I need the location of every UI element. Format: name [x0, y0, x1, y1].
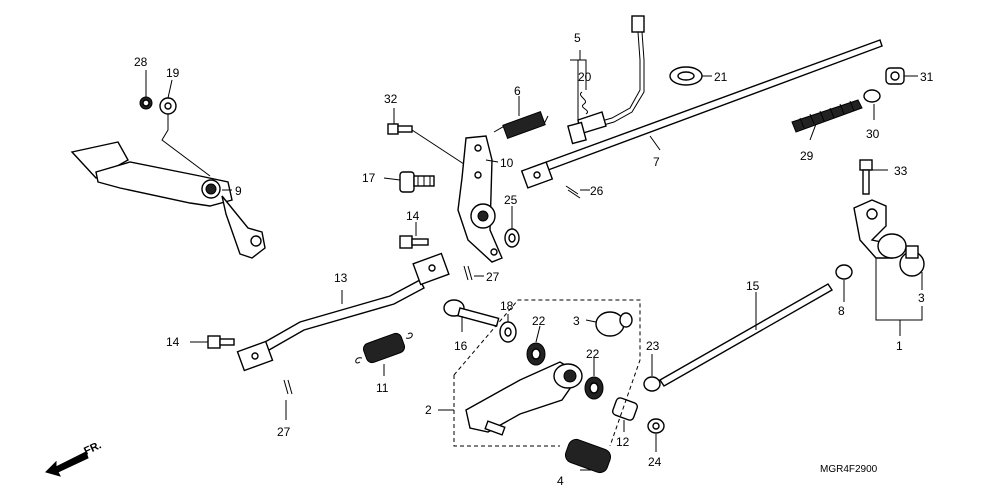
brake-pedal[interactable]	[70, 141, 266, 259]
spring-29[interactable]	[791, 99, 863, 133]
callout-12: 12	[616, 435, 630, 449]
nut-24[interactable]	[647, 418, 665, 434]
callout-1: 1	[896, 339, 903, 353]
washer-18[interactable]	[499, 321, 517, 343]
rubber-4[interactable]	[563, 437, 613, 475]
pin-26[interactable]	[565, 185, 581, 199]
nut-31[interactable]	[885, 67, 905, 85]
callout-22: 22	[532, 314, 546, 328]
callout-14: 14	[406, 209, 420, 223]
ball-3b[interactable]	[877, 233, 907, 259]
callout-31: 31	[920, 70, 934, 84]
callout-17: 17	[362, 171, 376, 185]
callout-26: 26	[590, 184, 604, 198]
callout-23: 23	[646, 339, 660, 353]
bracket-10[interactable]	[457, 135, 503, 263]
clamp-21[interactable]	[669, 66, 703, 86]
callout-22: 22	[586, 347, 600, 361]
washer-19[interactable]	[159, 97, 177, 115]
callout-21: 21	[714, 70, 728, 84]
callout-20: 20	[578, 70, 592, 84]
callout-24: 24	[648, 455, 662, 469]
nut-23[interactable]	[643, 376, 661, 392]
bolt-16[interactable]	[443, 299, 500, 327]
callout-2: 2	[425, 403, 432, 417]
bolt-32[interactable]	[387, 123, 413, 135]
bolt-14a[interactable]	[399, 235, 429, 249]
callout-33: 33	[894, 164, 908, 178]
callout-4: 4	[557, 474, 564, 488]
diagram-code: MGR4F2900	[820, 464, 878, 475]
front-direction-arrow-icon	[45, 451, 89, 477]
callout-9: 9	[235, 184, 242, 198]
callout-27: 27	[486, 270, 500, 284]
callout-11: 11	[376, 381, 389, 395]
bolt-28[interactable]	[139, 96, 153, 110]
ball-3c[interactable]	[595, 311, 633, 337]
callout-30: 30	[866, 127, 880, 141]
bolt-33[interactable]	[859, 159, 873, 195]
callout-3: 3	[573, 314, 580, 328]
nut-8[interactable]	[835, 264, 853, 280]
callout-18: 18	[500, 299, 514, 313]
callout-16: 16	[454, 339, 468, 353]
collar-12[interactable]	[612, 397, 639, 421]
callout-32: 32	[384, 92, 398, 106]
nut-30[interactable]	[863, 89, 881, 103]
callout-8: 8	[838, 304, 845, 318]
callout-7: 7	[653, 155, 660, 169]
rod-13[interactable]	[236, 252, 450, 372]
callout-25: 25	[504, 193, 518, 207]
callout-14: 14	[166, 335, 180, 349]
rod-15[interactable]	[659, 283, 833, 387]
callout-3: 3	[918, 291, 925, 305]
shift-arm-2[interactable]	[465, 361, 583, 436]
ball-joint-3a[interactable]	[899, 245, 925, 277]
pin-27b[interactable]	[283, 379, 293, 395]
callout-numbers: 1 2 3 3 4 5 6 7 8 9 10 11 12 13 14 14 15…	[134, 31, 934, 488]
spring-6[interactable]	[493, 110, 549, 140]
callout-6: 6	[514, 84, 521, 98]
callout-28: 28	[134, 55, 148, 69]
front-direction-label: FR.	[82, 439, 103, 457]
leader-lines	[145, 50, 923, 471]
stop-switch-5[interactable]	[567, 15, 645, 145]
bolt-14b[interactable]	[207, 335, 235, 349]
washer-22a[interactable]	[526, 342, 546, 366]
rod-7[interactable]	[520, 39, 883, 189]
assembly-2-outline	[453, 299, 641, 447]
callout-13: 13	[334, 271, 348, 285]
callout-19: 19	[166, 66, 180, 80]
spring-11[interactable]	[355, 332, 413, 364]
callout-27: 27	[277, 425, 291, 439]
callout-29: 29	[800, 149, 814, 163]
callout-10: 10	[500, 156, 514, 170]
pin-27a[interactable]	[463, 265, 473, 281]
pivot-bolt-17[interactable]	[399, 171, 435, 193]
washer-25[interactable]	[504, 228, 520, 248]
callout-15: 15	[746, 279, 760, 293]
washer-22b[interactable]	[584, 376, 604, 400]
spring-20[interactable]	[580, 91, 588, 115]
callout-5: 5	[574, 31, 581, 45]
